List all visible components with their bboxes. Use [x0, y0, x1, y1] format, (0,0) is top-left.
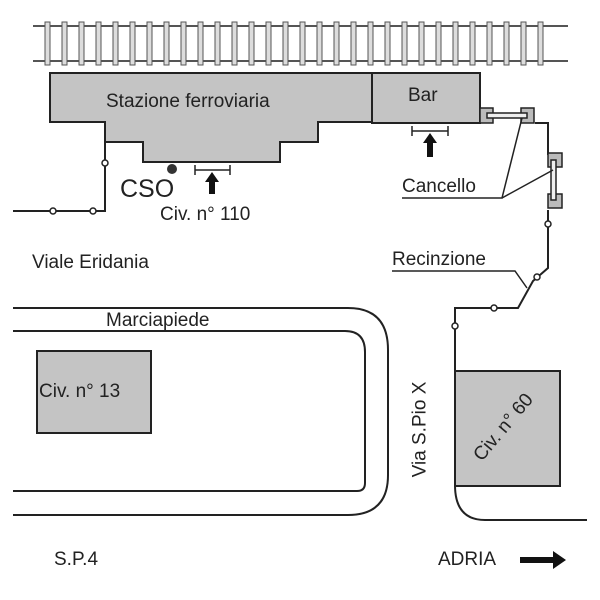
rail-sleeper [401, 21, 408, 66]
recinzione-label: Recinzione [392, 249, 486, 270]
rail-sleeper [537, 21, 544, 66]
rail-sleeper [112, 21, 119, 66]
rail-sleeper [44, 21, 51, 66]
marciapiede-label: Marciapiede [106, 310, 210, 331]
rail-sleeper [95, 21, 102, 66]
rail-sleeper [350, 21, 357, 66]
rail-sleeper [146, 21, 153, 66]
rail-sleeper [248, 21, 255, 66]
fence-posts [451, 220, 552, 330]
gate-icon [479, 107, 563, 209]
station-label: Stazione ferroviaria [106, 91, 270, 112]
civ13-label: Civ. n° 13 [39, 381, 121, 402]
rail-sleeper [520, 21, 527, 66]
rail-sleeper [180, 21, 187, 66]
rail-sleeper [435, 21, 442, 66]
rail-sleeper [367, 21, 374, 66]
rail-sleeper [316, 21, 323, 66]
direction-arrow-icon [520, 551, 566, 569]
building-civ13 [36, 350, 152, 434]
building-civ60 [454, 370, 561, 487]
entrance-arrow-icon [411, 126, 449, 157]
rail-sleeper [163, 21, 170, 66]
left-fence [13, 142, 109, 215]
rail-sleeper [299, 21, 306, 66]
rail-sleeper [78, 21, 85, 66]
station-building [49, 72, 373, 163]
right-fence [454, 122, 587, 521]
cso-marker-icon [167, 164, 177, 174]
via-pio-label: Via S.Pio X [409, 381, 431, 478]
adria-label: ADRIA [438, 549, 497, 570]
rail-sleeper [384, 21, 391, 66]
rail-sleeper [265, 21, 272, 66]
rail-sleeper [486, 21, 493, 66]
sidewalk [13, 307, 389, 516]
viale-eridania-label: Viale Eridania [32, 252, 149, 273]
sp4-label: S.P.4 [54, 549, 99, 570]
rail-sleeper [231, 21, 238, 66]
rail-sleeper [197, 21, 204, 66]
rail-sleeper [282, 21, 289, 66]
bar-label: Bar [408, 85, 438, 106]
rail-sleeper [452, 21, 459, 66]
rail-sleeper [61, 21, 68, 66]
entrance-arrow-icon [194, 165, 231, 194]
cso-label: CSO [120, 175, 175, 203]
civ110-label: Civ. n° 110 [160, 204, 251, 225]
rail-sleeper [333, 21, 340, 66]
callout-lines [392, 117, 554, 289]
rail-sleeper [503, 21, 510, 66]
rail-sleeper [129, 21, 136, 66]
rail-sleeper [469, 21, 476, 66]
cancello-label: Cancello [402, 176, 476, 197]
railway-track [33, 21, 568, 66]
rail-sleeper [418, 21, 425, 66]
bar-building [371, 72, 481, 124]
rail-sleeper [214, 21, 221, 66]
